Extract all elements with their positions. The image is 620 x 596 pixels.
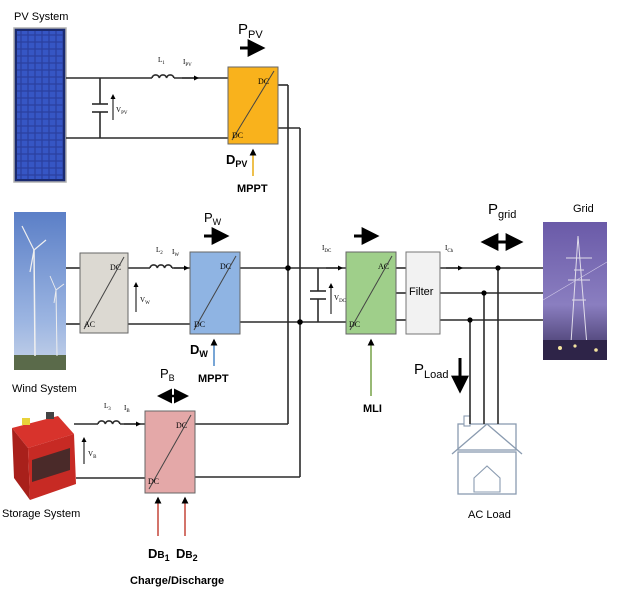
wind-conv-top-label: DC [220,262,231,271]
battery-circuit-wires [74,420,300,479]
mppt-pv-label: MPPT [237,183,268,195]
wind-system-label: Wind System [12,383,77,395]
current-iw-label: IW [172,248,179,258]
inductor-l3-label: L3 [104,402,111,412]
house-load-icon [451,415,523,495]
wind-rect-top-label: DC [110,263,121,272]
duty-db1-label: DB1 [148,546,170,563]
filter-label: Filter [409,286,434,298]
grid-tower-image [542,222,608,360]
wind-rectifier: DC AC [79,252,129,334]
wind-turbine-image [14,212,66,370]
ac-side-wires [396,265,543,424]
pv-circuit-wires [66,74,300,139]
voltage-vpv-label: VPV [116,106,128,116]
inverter-dc-ac: AC DC [345,251,397,335]
current-ich-label: ICh [445,244,454,254]
storage-system-label: Storage System [2,508,80,520]
voltage-vb-label: VB [88,450,97,460]
bat-conv-bottom-label: DC [148,477,159,486]
inverter-bottom-label: DC [349,320,360,329]
inductor-l1-label: L1 [158,56,165,66]
battery-dc-dc-converter: DC DC [144,410,196,494]
bat-conv-top-label: DC [176,421,187,430]
inductor-l2-label: L2 [156,246,163,256]
pv-conv-bottom-label: DC [232,131,243,140]
voltage-vw-label: VW [140,296,150,306]
pv-dc-dc-converter: DC DC [227,66,279,145]
current-idc-label: IDC [322,244,332,254]
duty-dw-label: DW [190,342,208,359]
pv-conv-top-label: DC [258,77,269,86]
power-ppv-label: PPV [238,21,263,41]
dc-bus-wires [285,85,303,477]
power-pw-label: PW [204,210,222,227]
mli-label: MLI [363,403,382,415]
grid-label: Grid [573,203,594,215]
inverter-top-label: AC [378,262,389,271]
power-pload-label: PLoad [414,361,449,381]
power-pb-label: PB [160,366,175,383]
power-pgrid-label: Pgrid [488,201,516,221]
charge-discharge-label: Charge/Discharge [130,575,224,587]
wind-conv-bottom-label: DC [194,320,205,329]
current-ipv-label: IPV [183,58,192,68]
duty-db2-label: DB2 [176,546,198,563]
filter-block: Filter [405,251,441,335]
pv-system-label: PV System [14,11,68,23]
wind-circuit-wires [66,264,346,325]
pv-panel-image [13,27,67,183]
ac-load-label: AC Load [468,509,511,521]
duty-dpv-label: DPV [226,152,247,169]
wind-dc-dc-converter: DC DC [189,251,241,335]
current-ib-label: IB [124,404,130,414]
voltage-vdc-label: VDC [334,294,347,304]
mppt-w-label: MPPT [198,373,229,385]
battery-image [12,412,76,500]
wind-rect-bottom-label: AC [84,320,95,329]
